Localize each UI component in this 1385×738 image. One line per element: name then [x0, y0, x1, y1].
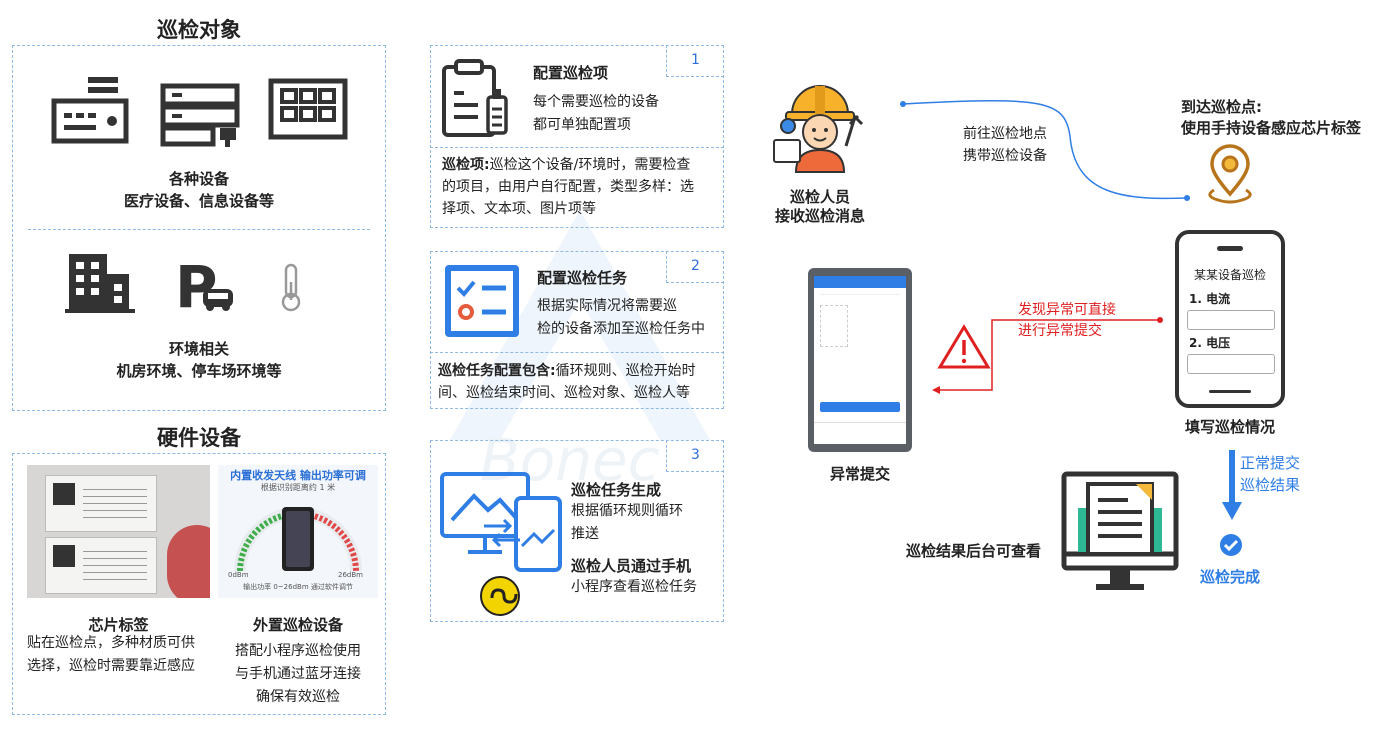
- step-1-desc-2: 都可单独配置项: [533, 117, 631, 133]
- devices-sub: 医疗设备、信息设备等: [123, 192, 274, 210]
- phone-field-1-input[interactable]: [1187, 310, 1275, 330]
- panel-device-icon: [268, 78, 348, 140]
- gauge-right-label: 26dBm: [338, 571, 363, 579]
- step-3-desc-2: 推送: [571, 526, 599, 542]
- ext-desc-3: 确保有效巡检: [256, 689, 340, 705]
- warning-icon: [937, 324, 991, 369]
- step-2-desc-1: 根据实际情况将需要巡: [537, 298, 677, 314]
- phone-field-2-input[interactable]: [1187, 354, 1275, 374]
- step-3-title-2: 巡检人员通过手机: [571, 557, 692, 575]
- clipboard-icon: [442, 59, 508, 137]
- backend-label: 巡检结果后台可查看: [906, 542, 1042, 560]
- step-3-number: 3: [666, 440, 724, 472]
- server-icon: [160, 83, 240, 147]
- thermometer-icon: [281, 263, 301, 312]
- step-2-note-2: 间、巡检结束时间、巡检对象、巡检人等: [438, 385, 690, 401]
- step-2-divider: [430, 352, 724, 353]
- objects-divider: [28, 229, 370, 230]
- arrive-label-2: 使用手持设备感应芯片标签: [1181, 119, 1362, 137]
- step-2-panel: [430, 251, 724, 409]
- gauge-graphic: [234, 507, 362, 572]
- step-1-note-3: 择项、文本项、图片项等: [442, 201, 596, 217]
- fill-label: 填写巡检情况: [1184, 418, 1275, 436]
- abnormal-submit-label: 异常提交: [829, 465, 890, 483]
- step-1-panel: [430, 45, 724, 228]
- step-1-desc-1: 每个需要巡检的设备: [533, 94, 659, 110]
- abnormal-app-phone: [808, 268, 912, 452]
- arrive-label-1: 到达巡检点:: [1181, 98, 1262, 116]
- building-icon: [65, 254, 135, 313]
- device-banner-sub: 根据识别距离约 1 米: [260, 483, 336, 492]
- ext-title: 外置巡检设备: [252, 616, 343, 634]
- worker-label-2: 接收巡检消息: [774, 207, 865, 225]
- go-label-2: 携带巡检设备: [963, 148, 1047, 164]
- sync-devices-icon: [440, 472, 562, 616]
- step-1-note-bold: 巡检项:: [442, 157, 490, 173]
- chip-desc-2: 选择，巡检时需要靠近感应: [27, 658, 195, 674]
- phone-home-bar: [1209, 390, 1251, 393]
- step-1-divider: [430, 147, 724, 148]
- gauge-left-label: 0dBm: [228, 571, 249, 579]
- parking-icon: P: [175, 255, 233, 315]
- step-1-note-1: 巡检这个设备/环境时，需要检查: [489, 157, 691, 173]
- phone-speaker: [1217, 246, 1243, 251]
- step-3-desc-1: 根据循环规则循环: [571, 503, 683, 519]
- chip-desc-1: 贴在巡检点，多种材质可供: [27, 635, 195, 651]
- chip-title: 芯片标签: [88, 616, 149, 634]
- step-3-panel: [430, 440, 724, 622]
- step-2-desc-2: 检的设备添加至巡检任务中: [537, 321, 705, 337]
- abnormal-arrow: [932, 317, 1163, 394]
- hardware-panel: [12, 453, 386, 715]
- step-1-number: 1: [666, 45, 724, 77]
- done-label: 巡检完成: [1199, 568, 1260, 586]
- step-3-title: 巡检任务生成: [571, 481, 662, 499]
- svg-text:Bonec: Bonec: [480, 426, 660, 494]
- step-1-note-2: 的项目，由用户自行配置，类型多样：选: [442, 179, 694, 195]
- step-1-title: 配置巡检项: [533, 64, 609, 82]
- worker-icon: [773, 85, 864, 173]
- step-3-desc-3: 小程序查看巡检任务: [571, 579, 697, 595]
- checklist-icon: [445, 265, 519, 337]
- network-device-icon: [51, 77, 129, 144]
- step-2-title: 配置巡检任务: [537, 269, 628, 287]
- watermark-logo: Bonec: [450, 210, 710, 494]
- phone-field-2-label: 2. 电压: [1189, 336, 1231, 350]
- normal-label-2: 巡检结果: [1240, 476, 1301, 494]
- check-circle-icon: [1220, 534, 1242, 556]
- step-2-note-bold: 巡检任务配置包含:: [438, 363, 556, 379]
- go-label-1: 前往巡检地点: [963, 126, 1047, 142]
- abnormal-label-2: 进行异常提交: [1018, 323, 1102, 339]
- go-arrow: [900, 99, 1190, 201]
- gauge-note: 输出功率 0~26dBm 通过软件调节: [243, 583, 353, 591]
- objects-title: 巡检对象: [157, 18, 241, 42]
- ext-desc-1: 搭配小程序巡检使用: [235, 643, 361, 659]
- ext-desc-2: 与手机通过蓝牙连接: [235, 666, 361, 682]
- phone-title: 某某设备巡检: [1193, 268, 1266, 282]
- devices-label: 各种设备: [168, 170, 229, 188]
- device-banner: 内置收发天线 输出功率可调: [230, 469, 366, 482]
- normal-submit-arrow: [1222, 450, 1242, 520]
- env-label: 环境相关: [168, 340, 229, 358]
- location-pin-icon: [1208, 144, 1252, 204]
- hardware-title: 硬件设备: [157, 426, 241, 450]
- handheld-phone: 某某设备巡检 1. 电流 2. 电压: [1175, 230, 1285, 408]
- external-device-photo: 内置收发天线 输出功率可调 根据识别距离约 1 米 0dBm 26dBm 输出功…: [218, 465, 378, 598]
- normal-label-1: 正常提交: [1240, 454, 1301, 472]
- env-sub: 机房环境、停车场环境等: [116, 362, 282, 380]
- monitor-document-icon: [1061, 471, 1179, 590]
- step-2-number: 2: [666, 251, 724, 283]
- objects-panel: [12, 45, 386, 411]
- phone-field-1-label: 1. 电流: [1189, 292, 1231, 306]
- worker-label-1: 巡检人员: [789, 188, 850, 206]
- step-2-note-1: 循环规则、巡检开始时: [555, 363, 696, 379]
- abnormal-label-1: 发现异常可直接: [1018, 302, 1116, 318]
- chip-tag-photo: [27, 465, 210, 598]
